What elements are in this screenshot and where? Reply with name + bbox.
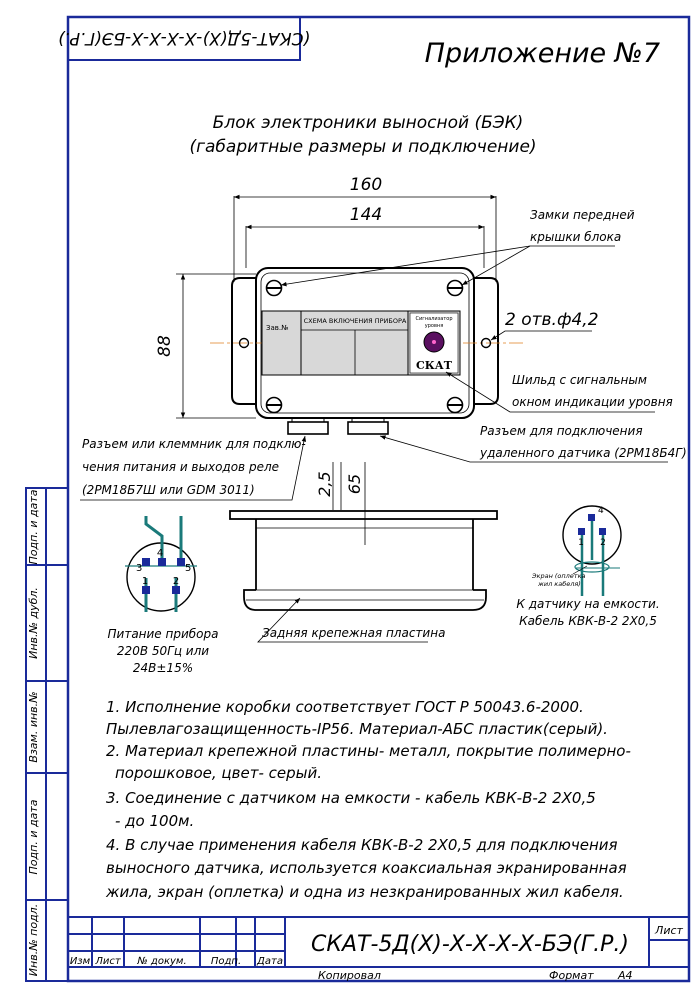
power-connector [287, 418, 329, 435]
col-izm: Изм [70, 956, 91, 967]
callout-sensor-2: удаленного датчика (2РМ18Б4Г) [479, 446, 687, 460]
doc-code: СКАТ-5Д(Х)-Х-Х-Х-Х-БЭ(Г.Р.) [311, 932, 629, 957]
format-value: А4 [617, 969, 633, 982]
callout-shield-2: окном индикации уровня [512, 395, 673, 409]
cover-screw [446, 396, 464, 414]
callout-locks-2: крышки блока [530, 230, 621, 244]
cover-screw [446, 279, 464, 297]
side-stamp-label: Взам. инв.№ [27, 691, 40, 762]
sensor-pin-label: 4 [598, 506, 604, 516]
col-doc: № докум. [136, 956, 186, 967]
note-line: 4. В случае применения кабеля КВК-В-2 2Х… [106, 836, 618, 854]
callout-locks: Замки передней [530, 208, 635, 222]
title-line2: (габаритные размеры и подключение) [189, 137, 536, 157]
power-pin-label: 2 [173, 576, 179, 587]
dim-144: 144 [350, 205, 382, 225]
power-caption-3: 24В±15% [133, 661, 193, 675]
callout-power: Разъем или клеммник для подклю- [82, 437, 306, 451]
cover-screw [265, 279, 283, 297]
sensor-pin-label: 2 [600, 538, 606, 548]
note-line: 2. Материал крепежной пластины- металл, … [106, 742, 631, 760]
col-sign: Подп. [211, 956, 241, 967]
note-line: выносного датчика, используется коаксиал… [106, 859, 627, 877]
side-stamp-grid [25, 487, 69, 982]
holes-label: 2 отв.ф4,2 [505, 310, 599, 330]
title-block-grid [68, 916, 689, 968]
note-line: порошковое, цвет- серый. [115, 764, 322, 782]
note-line: 3. Соединение с датчиком на емкости - ка… [106, 789, 596, 807]
power-pin-label: 4 [157, 548, 163, 559]
callout-power-2: чения питания и выходов реле [82, 460, 279, 474]
box-side-view [229, 510, 498, 611]
scheme-label: СХЕМА ВКЛЮЧЕНИЯ ПРИБОРА [304, 317, 407, 325]
side-stamp-label: Инв.№ подл. [27, 904, 40, 976]
copied-label: Копировал [318, 969, 381, 982]
shield-note-2: жил кабеля) [537, 580, 581, 588]
brand-label: СКАТ [416, 359, 453, 372]
dim-88: 88 [155, 335, 175, 357]
sensor-caption: К датчику на емкости. [516, 597, 659, 611]
dim-2-5: 2,5 [315, 471, 334, 496]
power-caption-2: 220В 50Гц или [117, 644, 209, 658]
side-stamp-label: Инв.№ дубл. [27, 587, 40, 659]
format-label: Формат [549, 969, 594, 982]
power-caption: Питание прибора [108, 627, 219, 641]
side-stamp-label: Подп. и дата [27, 799, 40, 874]
serial-label: Зав.№ [266, 324, 288, 332]
shield-note: Экран (оплетка [531, 572, 586, 580]
sensor-caption-2: Кабель КВК-В-2 2Х0,5 [519, 614, 657, 628]
notes: 1. Исполнение коробки соответствует ГОСТ… [105, 698, 631, 901]
nameplate [261, 310, 461, 376]
leader-lines [80, 245, 668, 643]
dimension-lines [176, 194, 497, 545]
col-list: Лист [94, 956, 122, 967]
cover-screw [265, 396, 283, 414]
sheet-label: Лист [654, 924, 683, 937]
power-pin-label: 5 [185, 563, 191, 574]
side-stamp-label: Подп. и дата [27, 489, 40, 564]
title-line1: Блок электроники выносной (БЭК) [213, 113, 524, 133]
col-date: Дата [256, 956, 283, 967]
dim-160: 160 [350, 175, 382, 195]
note-line: 1. Исполнение коробки соответствует ГОСТ… [106, 698, 584, 716]
sensor-pinout [562, 505, 622, 596]
dim-65: 65 [345, 474, 364, 494]
sensor-pin-label: 1 [578, 538, 584, 548]
power-pin-label: 3 [136, 563, 142, 574]
box-front-view [210, 267, 525, 419]
callout-back-plate: Задняя крепежная пластина [262, 626, 445, 640]
note-line: Пылевлагозащищенность-IP56. Материал-АБС… [106, 720, 608, 738]
callout-sensor: Разъем для подключения [480, 424, 643, 438]
power-pinout [125, 516, 197, 612]
top-stamp: (СКАТ-5Д(Х)-Х-Х-Х-Х-БЭ(Г.Р.) [58, 28, 310, 48]
indicator-label-2: уровня [425, 323, 443, 329]
callout-power-3: (2РМ18Б7Ш или GDM 3011) [82, 483, 255, 497]
indicator-label: Сигнализатор [415, 316, 452, 322]
sensor-connector [347, 418, 389, 435]
note-line: жила, экран (оплетка) и одна из незкрани… [105, 883, 624, 901]
appendix-title: Приложение №7 [425, 38, 660, 69]
note-line: - до 100м. [115, 812, 194, 830]
callout-shield: Шильд с сигнальным [512, 373, 647, 387]
power-pin-label: 1 [142, 576, 148, 587]
